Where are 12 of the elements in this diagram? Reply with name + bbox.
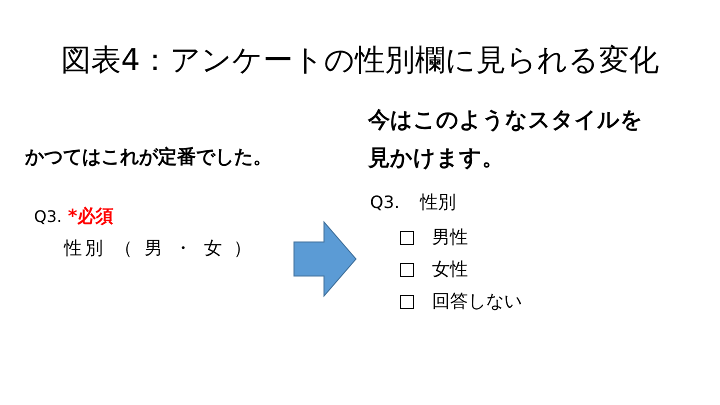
heading: 今はこのようなスタイルを見かけます。 — [368, 107, 643, 173]
question-text: 性別 （ 男 ・ 女 ） — [64, 237, 255, 261]
question-number: Q3. — [370, 192, 400, 215]
option-text: 男性 — [432, 226, 468, 250]
heading: かつてはこれが定番でした。 — [25, 145, 272, 170]
option-text: 回答しない — [432, 290, 522, 314]
question-number: Q3. — [34, 206, 62, 228]
option-text: 女性 — [432, 258, 468, 282]
block-arrow — [294, 220, 357, 298]
title: 図表4：アンケートの性別欄に見られる変化 — [60, 42, 660, 80]
required-mark: *必須 — [68, 205, 114, 229]
question-text: 性別 — [420, 191, 456, 215]
